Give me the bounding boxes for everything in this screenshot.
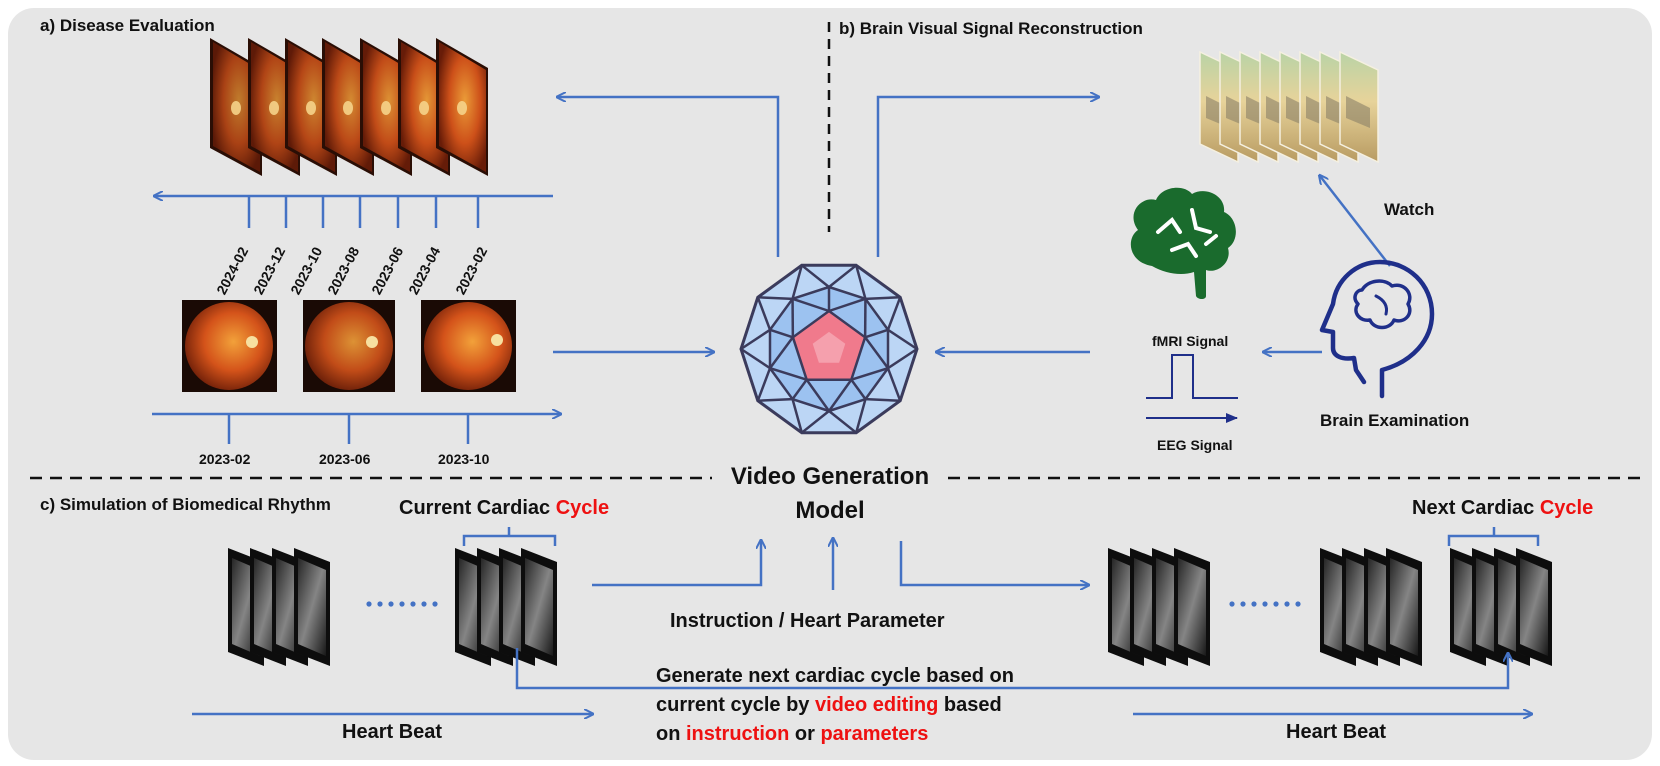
heart-beat-label-left: Heart Beat [342, 721, 443, 743]
wheat-frame-icon [1199, 50, 1379, 164]
brain-exam-label: Brain Examination [1320, 411, 1470, 430]
heart-beat-label-right: Heart Beat [1286, 721, 1387, 743]
gen-video-editing: video editing [814, 694, 939, 716]
gen-line-1: Generate next cardiac cycle based on [656, 665, 1014, 687]
current-cycle-label: Current Cardiac Cycle [399, 498, 609, 518]
arrow-to-disease [558, 97, 780, 257]
gen-parameters: parameters [820, 723, 929, 745]
ellipsis-left [366, 601, 438, 607]
input-date: 2023-10 [438, 451, 490, 467]
fundus-image-icon [421, 300, 516, 392]
model-title-line1: Video Generation [730, 463, 930, 490]
echo-frame-icon [1320, 548, 1422, 666]
gen-line-3a: on [656, 723, 686, 745]
fmri-label: fMRI Signal [1152, 333, 1229, 349]
model-title: Video Generation Model [712, 460, 948, 527]
arrow-model-to-next [899, 541, 1088, 585]
input-date: 2023-06 [319, 451, 371, 467]
polyhedron-model-icon [739, 263, 919, 435]
gen-line-2a: current cycle by [656, 694, 815, 716]
fmri-signal-pulse [1146, 354, 1238, 399]
current-cycle-bracket [462, 527, 557, 546]
echo-frame-icon [1450, 548, 1552, 666]
gen-line-3b: or [789, 723, 821, 745]
timeline-ticks [247, 196, 480, 228]
next-cycle-label: Next Cardiac Cycle [1412, 498, 1593, 518]
generation-description: Generate next cardiac cycle based on cur… [656, 662, 1014, 749]
input-date: 2023-02 [199, 451, 251, 467]
echo-frame-icon [455, 548, 557, 666]
current-cycle-text: Current Cardiac [399, 497, 556, 519]
retina-frame [436, 38, 488, 176]
arrow-watch [1320, 176, 1391, 267]
echo-frame-icon [1108, 548, 1210, 666]
arrow-video-editing [515, 648, 1508, 690]
arrow-to-reconstruction [876, 97, 1098, 257]
gen-instruction: instruction [686, 723, 790, 745]
next-cycle-text: Next Cardiac [1412, 497, 1540, 519]
instruction-label: Instruction / Heart Parameter [670, 610, 945, 632]
cycle-word: Cycle [555, 497, 610, 519]
section-b-title: b) Brain Visual Signal Reconstruction [839, 19, 1143, 38]
gen-line-2b: based [938, 694, 1002, 716]
model-title-line2: Model [795, 496, 865, 524]
retina-video-frames [210, 38, 488, 176]
head-profile-icon [1319, 259, 1435, 399]
watch-label: Watch [1384, 200, 1435, 219]
ellipsis-right [1229, 601, 1301, 607]
eeg-label: EEG Signal [1157, 437, 1233, 453]
section-c-title: c) Simulation of Biomedical Rhythm [40, 495, 331, 514]
section-a-title: a) Disease Evaluation [40, 16, 215, 35]
echo-frame-stacks [228, 548, 1552, 666]
echo-frame-icon [228, 548, 330, 666]
arrow-current-to-model [592, 541, 761, 587]
next-cycle-bracket [1447, 527, 1540, 546]
cycle-word: Cycle [1539, 497, 1594, 519]
fundus-image-icon [182, 300, 277, 392]
fundus-image-icon [303, 300, 395, 392]
brain-icon [1130, 187, 1236, 299]
